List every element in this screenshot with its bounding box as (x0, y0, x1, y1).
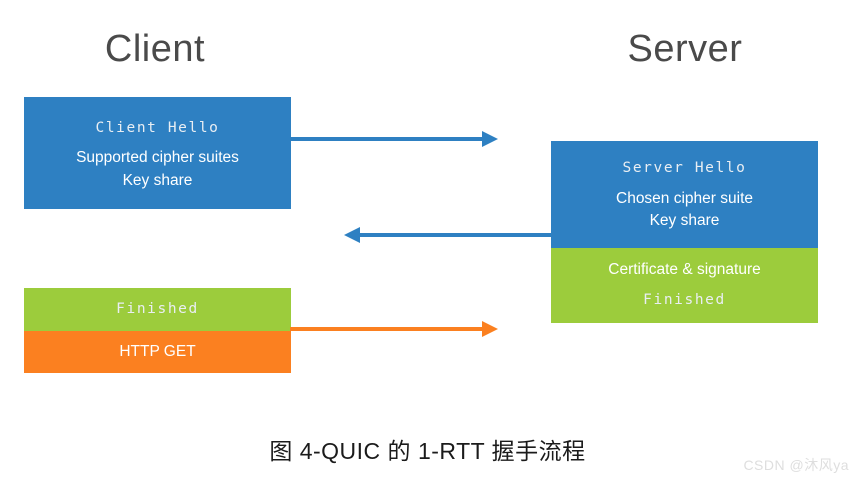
figure-caption: 图 4-QUIC 的 1-RTT 握手流程 (269, 438, 586, 464)
client-hello-box: Client Hello Supported cipher suites Key… (24, 97, 291, 209)
server-hello-line-3: Key share (649, 212, 720, 230)
client-finished-label: Finished (116, 300, 199, 317)
client-column-heading: Client (104, 28, 206, 70)
server-hello-title: Server Hello (622, 160, 747, 177)
csdn-watermark: CSDN @沐风ya (743, 457, 849, 473)
server-hello-arrow-icon (344, 227, 553, 243)
server-certificate-box: Certificate & signature Finished (551, 248, 818, 323)
client-hello-arrow-icon (290, 131, 498, 147)
server-finished-line: Finished (643, 291, 726, 308)
server-hello-box: Server Hello Chosen cipher suite Key sha… (551, 141, 818, 248)
client-http-get-box: HTTP GET (24, 331, 291, 373)
server-hello-line-2: Chosen cipher suite (616, 189, 753, 207)
server-column-heading: Server (627, 28, 743, 70)
client-hello-title: Client Hello (95, 119, 220, 136)
server-certificate-line: Certificate & signature (608, 261, 761, 279)
client-hello-line-2: Supported cipher suites (76, 149, 239, 167)
client-hello-line-3: Key share (122, 171, 193, 189)
http-get-arrow-icon (290, 321, 498, 337)
client-http-get-label: HTTP GET (119, 342, 196, 360)
client-finished-box: Finished (24, 288, 291, 331)
